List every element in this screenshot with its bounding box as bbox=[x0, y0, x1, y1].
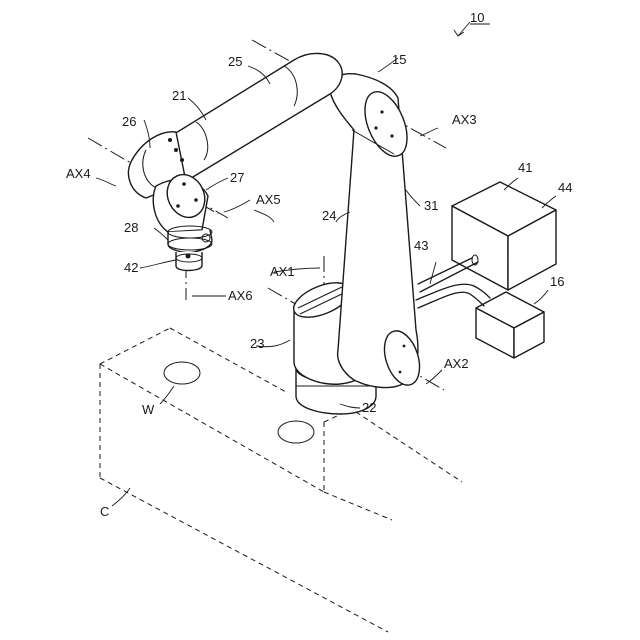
label-42: 42 bbox=[124, 260, 138, 275]
label-ax6: AX6 bbox=[228, 288, 253, 303]
label-w: W bbox=[142, 402, 155, 417]
label-ax3: AX3 bbox=[452, 112, 477, 127]
tool-flange bbox=[168, 226, 212, 271]
controller-box bbox=[452, 182, 556, 290]
label-21: 21 bbox=[172, 88, 186, 103]
label-27: 27 bbox=[230, 170, 244, 185]
upper-arm bbox=[329, 74, 426, 390]
control-unit bbox=[476, 292, 544, 358]
label-ax5: AX5 bbox=[256, 192, 281, 207]
label-22: 22 bbox=[362, 400, 376, 415]
label-43: 43 bbox=[414, 238, 428, 253]
label-ax1: AX1 bbox=[270, 264, 295, 279]
label-c: C bbox=[100, 504, 109, 519]
label-24: 24 bbox=[322, 208, 336, 223]
label-41: 41 bbox=[518, 160, 532, 175]
workpiece-hole-2 bbox=[278, 421, 314, 443]
label-25: 25 bbox=[228, 54, 242, 69]
forearm bbox=[158, 53, 342, 186]
label-44: 44 bbox=[558, 180, 572, 195]
label-26: 26 bbox=[122, 114, 136, 129]
workpiece-hole-1 bbox=[164, 362, 200, 384]
label-28: 28 bbox=[124, 220, 138, 235]
label-ax2: AX2 bbox=[444, 356, 469, 371]
label-ax4: AX4 bbox=[66, 166, 91, 181]
label-16: 16 bbox=[550, 274, 564, 289]
label-23: 23 bbox=[250, 336, 264, 351]
label-10: 10 bbox=[470, 10, 484, 25]
label-15: 15 bbox=[392, 52, 406, 67]
label-31: 31 bbox=[424, 198, 438, 213]
